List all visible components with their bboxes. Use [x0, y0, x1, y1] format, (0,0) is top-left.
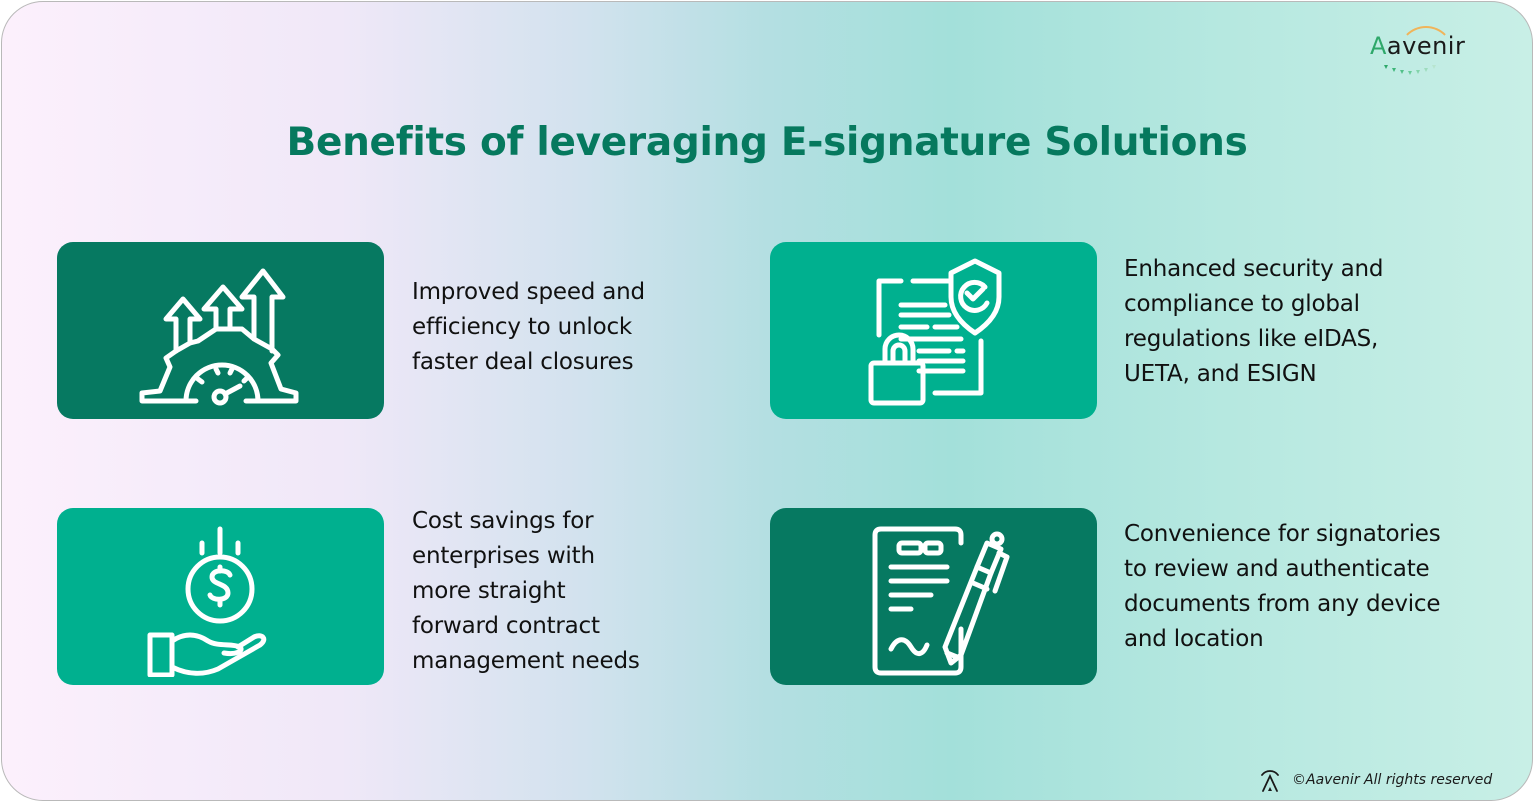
benefit-card-security	[770, 242, 1097, 419]
benefit-text-cost: Cost savings for enterprises with more s…	[412, 508, 640, 674]
benefit-card-speed	[57, 242, 384, 419]
benefit-text-speed: Improved speed and efficiency to unlock …	[412, 279, 645, 375]
benefit-text-convenience: Convenience for signatories to review an…	[1124, 521, 1441, 652]
logo-wordmark: Aavenir	[1370, 32, 1466, 60]
benefit-card-cost	[57, 508, 384, 685]
hand-dollar-coin-icon	[147, 526, 266, 677]
aavenir-logo: Aavenir	[1364, 22, 1494, 75]
benefit-text-security: Enhanced security and compliance to glob…	[1124, 256, 1384, 387]
document-pen-signature-icon	[872, 526, 1009, 675]
speed-gauge-growth-icon	[139, 268, 298, 405]
benefit-card-convenience	[770, 508, 1097, 685]
logo-triangle-dots-icon	[1384, 65, 1436, 75]
logo-arc-icon	[1398, 26, 1454, 82]
copyright-text: ©Aavenir All rights reserved	[1292, 772, 1493, 788]
footer-copyright: ©Aavenir All rights reserved	[1258, 766, 1492, 794]
aavenir-mark-icon	[1261, 770, 1279, 792]
secure-document-shield-lock-icon	[868, 258, 1001, 405]
page-title: Benefits of leveraging E-signature Solut…	[286, 120, 1248, 165]
